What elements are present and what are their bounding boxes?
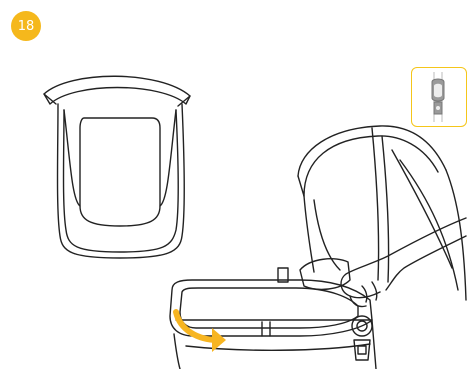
bassinet-liner-drawing (44, 76, 190, 258)
zipper-detail-box (411, 67, 467, 127)
curved-arrow-icon (176, 312, 226, 352)
zipper-icon (412, 68, 465, 125)
